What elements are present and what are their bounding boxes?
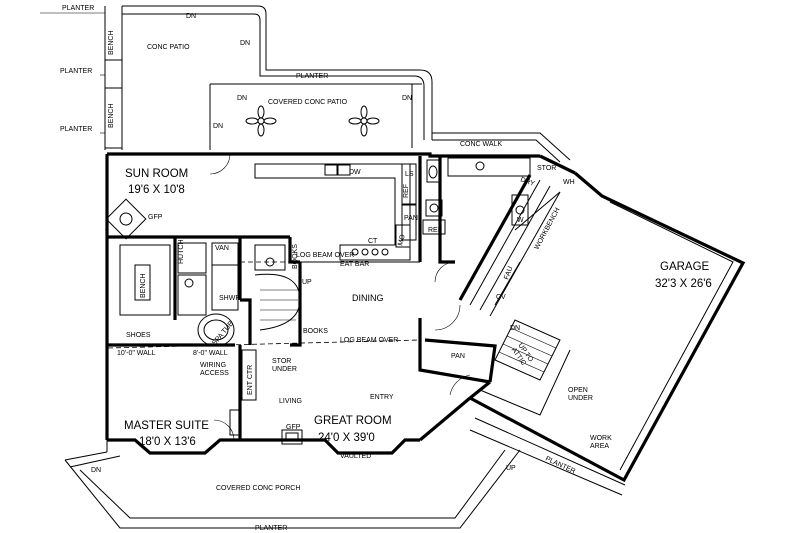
master-bath bbox=[197, 242, 286, 347]
garage-walls bbox=[458, 154, 746, 483]
gfp-label: GFP bbox=[286, 424, 301, 431]
garage-label: GARAGE bbox=[660, 261, 710, 273]
planter-label: PLANTER bbox=[255, 525, 287, 532]
great-room-label: GREAT ROOM bbox=[314, 415, 392, 427]
storage-label: STOR bbox=[537, 165, 556, 172]
planter-label: PLANTER bbox=[60, 126, 92, 133]
master-suite-label: MASTER SUITE bbox=[124, 420, 209, 432]
up-to-attic-label: UP TOATTIC bbox=[510, 342, 535, 368]
log-beam-label: LOG BEAM OVER bbox=[296, 252, 354, 259]
cv-label: CV bbox=[496, 294, 506, 301]
entry-label: ENTRY bbox=[370, 394, 394, 401]
entertainment-center bbox=[229, 349, 257, 436]
ref-label: REF bbox=[428, 227, 442, 234]
bench-label: BENCH bbox=[140, 273, 147, 298]
spa-tub-label: SPA TUB bbox=[211, 320, 235, 347]
dn-label: DN bbox=[91, 467, 101, 474]
wall-height-label: 10'-0" WALL bbox=[117, 350, 156, 357]
up-label: UP bbox=[506, 465, 516, 472]
dn-label: DN bbox=[240, 40, 250, 47]
log-beam-line bbox=[107, 339, 421, 349]
bench-label: BENCH bbox=[108, 103, 115, 128]
dn-label: DN bbox=[510, 325, 520, 332]
sun-room-dimensions: 19'6 X 10'8 bbox=[128, 184, 185, 196]
plan-labels: PLANTER PLANTER PLANTER PLANTER PLANTER … bbox=[60, 5, 712, 532]
garage-dimensions: 32'3 X 26'6 bbox=[655, 278, 712, 290]
dn-label: DN bbox=[186, 13, 196, 20]
exterior-walls bbox=[105, 152, 540, 455]
log-beam-label: LOG BEAM OVER bbox=[340, 337, 398, 344]
fireplace-icon bbox=[281, 429, 303, 445]
conc-patio-label: CONC PATIO bbox=[147, 44, 190, 51]
covered-porch bbox=[64, 417, 626, 529]
dryer-label: DRY bbox=[519, 176, 535, 188]
covered-patio-label: COVERED CONC PATIO bbox=[268, 99, 348, 106]
fireplace-icon bbox=[105, 198, 147, 240]
conc-walk bbox=[432, 132, 571, 163]
eat-bar-label: EAT BAR bbox=[340, 261, 369, 268]
planter-label: PLANTER bbox=[296, 73, 328, 80]
pantry-label: PAN bbox=[451, 353, 465, 360]
kitchen-counters bbox=[254, 163, 446, 263]
dishwasher-label: DW bbox=[349, 169, 361, 176]
living-label: LIVING bbox=[279, 398, 302, 405]
planter-label: PLANTER bbox=[60, 68, 92, 75]
ref-label: REF bbox=[403, 184, 410, 198]
up-label: UP bbox=[302, 279, 312, 286]
shower-label: SHWR bbox=[219, 295, 240, 302]
planter-label: PLANTER bbox=[544, 455, 576, 475]
wall-height-label: 8'-0" WALL bbox=[193, 350, 228, 357]
shoes-label: SHOES bbox=[126, 332, 151, 339]
mo-label: MO bbox=[397, 233, 407, 246]
hutch-label: HUTCH bbox=[178, 240, 185, 265]
laundry-utility bbox=[425, 157, 531, 226]
pantry-label: PAN bbox=[404, 215, 418, 222]
master-suite-dimensions: 18'0 X 13'6 bbox=[139, 436, 196, 448]
ls-label: LS bbox=[405, 171, 414, 178]
ceiling-fan-icon bbox=[348, 105, 380, 137]
washer-label: W bbox=[517, 217, 524, 224]
water-heater-label: WH bbox=[563, 179, 575, 186]
covered-porch-label: COVERED CONC PORCH bbox=[216, 485, 300, 492]
dn-label: DN bbox=[213, 123, 223, 130]
door-swings bbox=[209, 153, 471, 441]
sun-room-label: SUN ROOM bbox=[125, 168, 188, 180]
garage-stairs bbox=[479, 319, 571, 416]
books-label: BOOKS bbox=[292, 244, 299, 269]
dining-label: DINING bbox=[352, 293, 384, 303]
fau-label: FAU bbox=[503, 265, 514, 280]
ceiling-fan-icon bbox=[245, 105, 277, 137]
gfp-label: GFP bbox=[148, 214, 163, 221]
vaulted-label: VAULTED bbox=[340, 453, 371, 460]
interior-stair bbox=[254, 273, 301, 331]
ct-label: CT bbox=[368, 238, 378, 245]
ent-ctr-label: ENT CTR bbox=[247, 365, 254, 395]
master-closet bbox=[119, 242, 207, 316]
vanity-label: VAN bbox=[215, 245, 229, 252]
books-label: BOOKS bbox=[303, 328, 328, 335]
conc-patio-area bbox=[40, 5, 433, 150]
great-room-dimensions: 24'0 X 39'0 bbox=[318, 432, 375, 444]
conc-walk-label: CONC WALK bbox=[460, 141, 502, 148]
dn-label: DN bbox=[402, 95, 412, 102]
bench-label: BENCH bbox=[108, 30, 115, 55]
dn-label: DN bbox=[237, 95, 247, 102]
planter-label: PLANTER bbox=[62, 5, 94, 12]
